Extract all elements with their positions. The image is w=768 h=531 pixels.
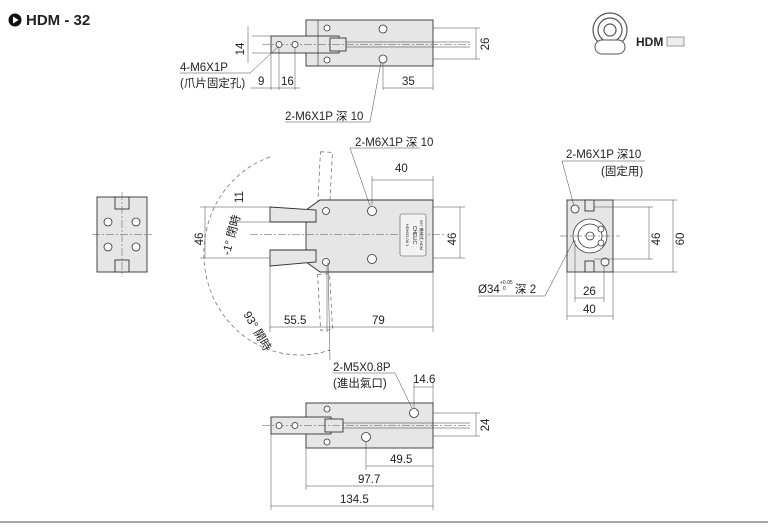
bore-tol-upper: +0.05 — [500, 280, 513, 286]
dim-60: 60 — [675, 233, 687, 246]
nameplate-type: 097 機械式 HDM — [419, 220, 425, 250]
nameplate-brand: CHELIC — [411, 226, 417, 245]
dim-46-right: 46 — [447, 233, 459, 246]
dim-55-5: 55.5 — [284, 315, 306, 327]
dim-14-6: 14.6 — [413, 374, 435, 386]
dim-46-left: 46 — [194, 233, 206, 246]
dim-40-front: 40 — [395, 163, 408, 175]
dim-49-5: 49.5 — [390, 454, 412, 466]
side-thread-sub: (固定用) — [601, 164, 643, 178]
dim-46-side: 46 — [651, 233, 663, 246]
dim-11: 11 — [234, 191, 246, 203]
logo-text: HDM — [636, 35, 663, 49]
dim-35: 35 — [402, 76, 415, 88]
bore-tol-lower: 0 — [503, 286, 506, 292]
port-label: 2-M5X0.8P — [333, 362, 391, 374]
top-thread-label: 2-M6X1P 深 10 — [285, 109, 363, 123]
bore-depth: 深 2 — [515, 282, 536, 296]
dim-26: 26 — [480, 38, 492, 51]
dim-24: 24 — [480, 418, 492, 431]
port-sub: (進出氣口) — [333, 376, 387, 390]
bore-label: Ø34 — [478, 284, 500, 296]
side-view — [478, 160, 677, 320]
side-thread-label: 2-M6X1P 深10 — [566, 147, 641, 161]
front-thread-label: 2-M6X1P 深 10 — [355, 135, 433, 149]
page-title: HDM - 32 — [26, 12, 90, 29]
model-blank-box — [666, 36, 685, 47]
bottom-view — [262, 372, 480, 510]
nameplate — [399, 213, 427, 257]
dim-134-5: 134.5 — [340, 494, 369, 506]
claw-hole-label: 4-M6X1P — [180, 62, 228, 74]
dim-16: 16 — [281, 76, 294, 88]
dim-26-side: 26 — [583, 286, 596, 298]
claw-hole-sub: (爪片固定孔) — [180, 76, 245, 90]
dim-97-7: 97.7 — [358, 474, 380, 486]
top-view — [180, 19, 480, 123]
dim-40-side: 40 — [583, 304, 596, 316]
title: HDM - 32 — [8, 12, 90, 29]
end-view-left — [92, 192, 152, 277]
sensor-disc-icon — [592, 12, 628, 55]
dim-79: 79 — [372, 315, 385, 327]
open-angle-label: 93° 開時 — [241, 309, 274, 354]
dim-9: 9 — [258, 76, 264, 88]
closed-angle-label: -1° 閉時 — [220, 213, 243, 256]
dim-14: 14 — [235, 42, 247, 55]
nameplate-model: HDM32 08 1 — [405, 224, 410, 247]
front-view — [200, 147, 465, 361]
